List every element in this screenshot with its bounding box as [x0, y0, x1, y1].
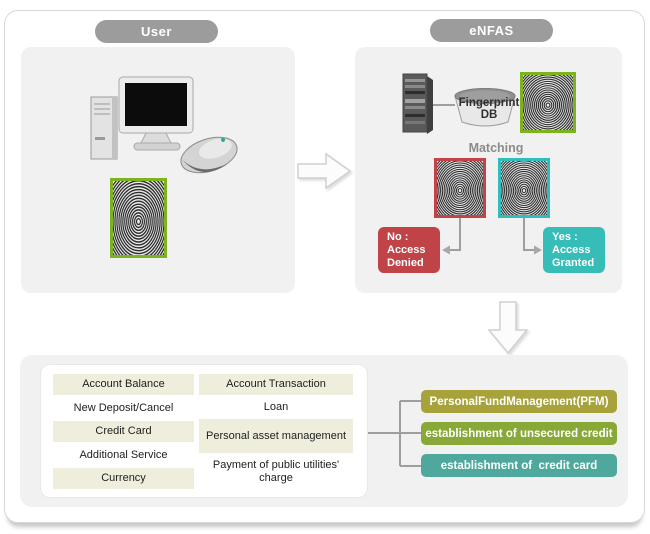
services-list-panel: Account Balance New Deposit/Cancel Credi… — [40, 364, 368, 498]
branch-arrows — [433, 104, 542, 255]
services-connector — [368, 400, 421, 467]
enfas-label: eNFAS — [469, 23, 514, 38]
server-icon — [402, 73, 433, 134]
enfas-panel: Fingerprint DB Matching No : Access Deni… — [355, 47, 622, 293]
access-granted-box: Yes : Access Granted — [543, 227, 605, 273]
service-item: Account Balance — [53, 374, 194, 395]
service-item: New Deposit/Cancel — [73, 401, 174, 414]
rejected-fingerprint-image — [434, 158, 486, 218]
db-fingerprint-image — [520, 72, 576, 133]
accepted-fingerprint-image — [498, 158, 550, 218]
access-denied-box: No : Access Denied — [378, 227, 440, 273]
computer-icon — [90, 76, 238, 174]
user-fingerprint-image — [110, 178, 167, 258]
service-item: Additional Service — [79, 448, 168, 461]
service-item: Personal asset management — [199, 419, 353, 454]
service-item: Account Transaction — [199, 374, 353, 395]
down-arrow-icon — [487, 301, 529, 355]
service-item: Loan — [263, 400, 289, 413]
user-label: User — [141, 24, 172, 39]
pfm-button: PersonalFundManagement(PFM) — [421, 390, 617, 413]
services-column-right: Account Transaction Loan Personal asset … — [199, 374, 353, 489]
fingerprint-db-label: Fingerprint DB — [458, 97, 520, 121]
matching-label: Matching — [468, 141, 524, 155]
database-icon — [454, 88, 516, 127]
right-arrow-icon — [297, 152, 352, 190]
user-panel — [21, 47, 295, 293]
service-item: Credit Card — [53, 421, 194, 442]
credit-card-button: establishment of credit card — [421, 454, 617, 477]
services-panel: Account Balance New Deposit/Cancel Credi… — [20, 355, 628, 507]
user-label-pill: User — [95, 20, 218, 43]
service-item: Payment of public utilities' charge — [212, 458, 340, 484]
enfas-label-pill: eNFAS — [430, 19, 553, 42]
unsecured-credit-button: establishment of unsecured credit — [421, 422, 617, 445]
service-item: Currency — [53, 468, 194, 489]
services-column-left: Account Balance New Deposit/Cancel Credi… — [53, 374, 194, 489]
